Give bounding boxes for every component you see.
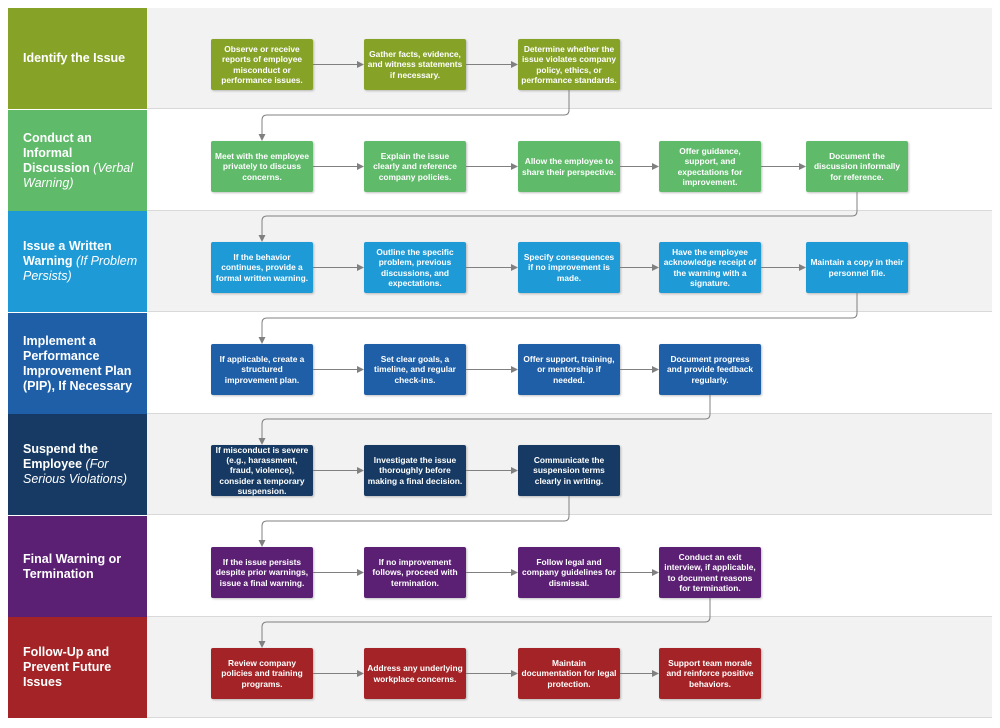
step-box-final-2[interactable]: If no improvement follows, proceed with …: [364, 547, 466, 598]
step-box-written-5[interactable]: Maintain a copy in their personnel file.: [806, 242, 908, 293]
step-box-conduct-2[interactable]: Explain the issue clearly and reference …: [364, 141, 466, 192]
step-box-pip-3[interactable]: Offer support, training, or mentorship i…: [518, 344, 620, 395]
lane-subtitle: (If Problem Persists): [23, 254, 138, 283]
lane-title: Issue a Written Warning (If Problem Pers…: [23, 239, 141, 284]
lane-title: Follow-Up and Prevent Future Issues: [23, 645, 141, 690]
lane-label-identify: Identify the Issue: [8, 8, 147, 109]
lane-title-text: Identify the Issue: [23, 51, 126, 65]
step-box-followup-2[interactable]: Address any underlying workplace concern…: [364, 648, 466, 699]
step-box-suspend-1[interactable]: If misconduct is severe (e.g., harassmen…: [211, 445, 313, 496]
step-box-written-2[interactable]: Outline the specific problem, previous d…: [364, 242, 466, 293]
lane-label-followup: Follow-Up and Prevent Future Issues: [8, 617, 147, 718]
step-box-conduct-1[interactable]: Meet with the employee privately to disc…: [211, 141, 313, 192]
step-box-conduct-4[interactable]: Offer guidance, support, and expectation…: [659, 141, 761, 192]
lane-subtitle: (For Serious Violations): [23, 457, 127, 486]
step-box-suspend-3[interactable]: Communicate the suspension terms clearly…: [518, 445, 620, 496]
step-box-followup-3[interactable]: Maintain documentation for legal protect…: [518, 648, 620, 699]
step-box-written-3[interactable]: Specify consequences if no improvement i…: [518, 242, 620, 293]
lane-title-text: Suspend the Employee: [23, 442, 99, 471]
step-box-written-4[interactable]: Have the employee acknowledge receipt of…: [659, 242, 761, 293]
lane-title: Suspend the Employee (For Serious Violat…: [23, 442, 141, 487]
step-box-final-1[interactable]: If the issue persists despite prior warn…: [211, 547, 313, 598]
lane-title-text: Follow-Up and Prevent Future Issues: [23, 645, 112, 689]
step-box-identify-1[interactable]: Observe or receive reports of employee m…: [211, 39, 313, 90]
lane-label-suspend: Suspend the Employee (For Serious Violat…: [8, 414, 147, 515]
step-box-followup-4[interactable]: Support team morale and reinforce positi…: [659, 648, 761, 699]
step-box-identify-3[interactable]: Determine whether the issue violates com…: [518, 39, 620, 90]
lane-title: Identify the Issue: [23, 51, 125, 66]
lane-subtitle: (Verbal Warning): [23, 160, 134, 190]
lane-title-text: Issue a Written Warning: [23, 239, 112, 268]
lane-title-text: Conduct an Informal Discussion: [23, 130, 92, 175]
lane-label-conduct: Conduct an Informal Discussion (Verbal W…: [8, 110, 147, 211]
lane-label-pip: Implement a Performance Improvement Plan…: [8, 313, 147, 414]
lane-title-text: Final Warning or Termination: [23, 551, 122, 581]
step-box-suspend-2[interactable]: Investigate the issue thoroughly before …: [364, 445, 466, 496]
step-box-written-1[interactable]: If the behavior continues, provide a for…: [211, 242, 313, 293]
lane-label-written: Issue a Written Warning (If Problem Pers…: [8, 211, 147, 312]
step-box-final-4[interactable]: Conduct an exit interview, if applicable…: [659, 547, 761, 598]
step-box-pip-1[interactable]: If applicable, create a structured impro…: [211, 344, 313, 395]
lane-title: Final Warning or Termination: [23, 552, 141, 582]
step-box-conduct-5[interactable]: Document the discussion informally for r…: [806, 141, 908, 192]
lane-title: Implement a Performance Improvement Plan…: [23, 334, 141, 394]
step-box-final-3[interactable]: Follow legal and company guidelines for …: [518, 547, 620, 598]
step-box-conduct-3[interactable]: Allow the employee to share their perspe…: [518, 141, 620, 192]
step-box-identify-2[interactable]: Gather facts, evidence, and witness stat…: [364, 39, 466, 90]
lane-label-final: Final Warning or Termination: [8, 516, 147, 617]
step-box-pip-4[interactable]: Document progress and provide feedback r…: [659, 344, 761, 395]
step-box-followup-1[interactable]: Review company policies and training pro…: [211, 648, 313, 699]
step-box-pip-2[interactable]: Set clear goals, a timeline, and regular…: [364, 344, 466, 395]
lane-title-text: Implement a Performance Improvement Plan…: [23, 333, 133, 393]
lane-title: Conduct an Informal Discussion (Verbal W…: [23, 131, 141, 191]
